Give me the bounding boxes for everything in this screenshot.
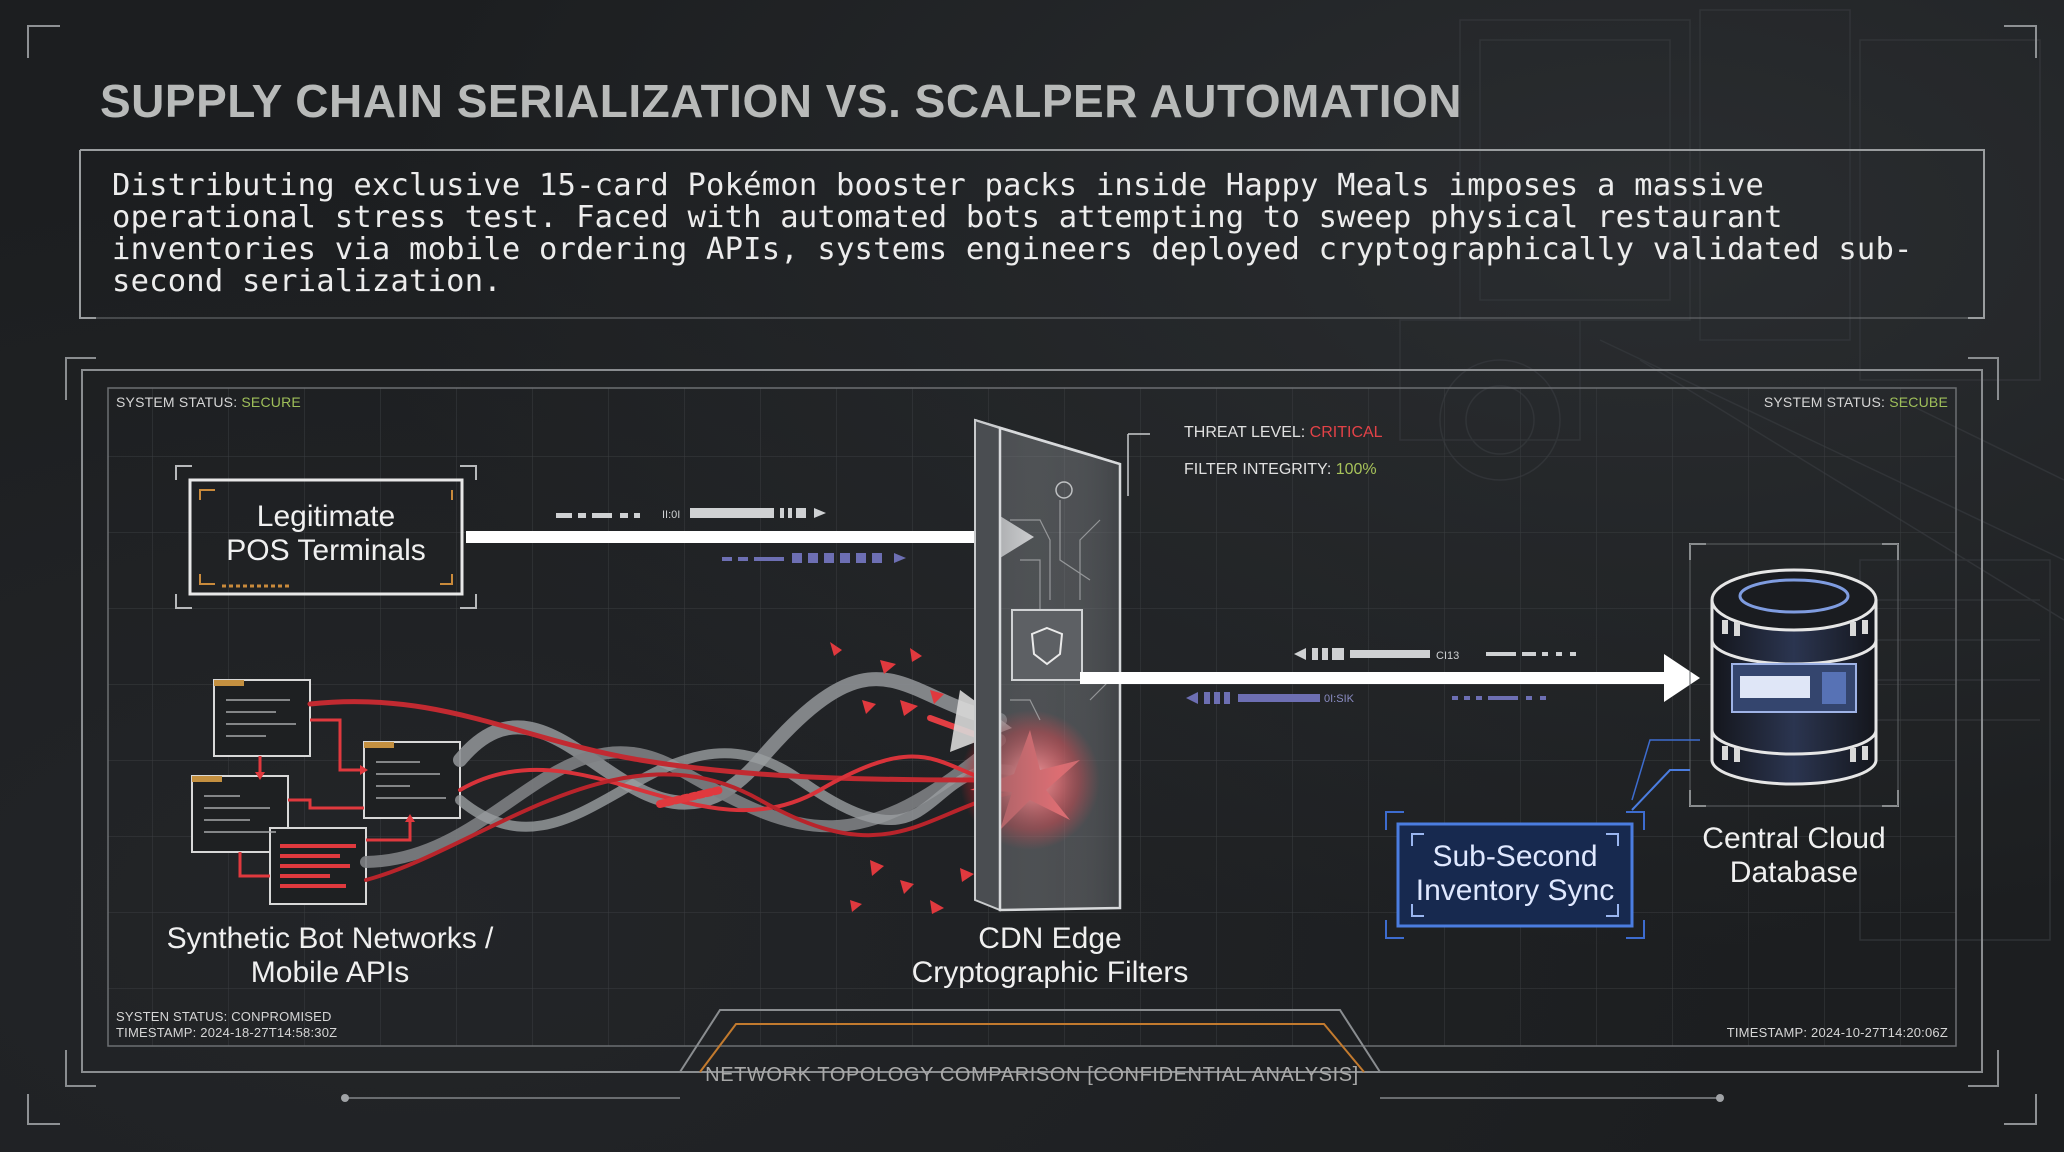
status-top-right: SYSTEM STATUS: SECUBE bbox=[1763, 394, 1948, 410]
attack-streams bbox=[307, 672, 1032, 882]
timestamp-bottom-right: TIMESTAMP: 2024-10-27T14:20:06Z bbox=[1726, 1025, 1948, 1040]
description-frame bbox=[79, 149, 1985, 319]
cdn-to-db-arrow: CI13 0I:SIK bbox=[1080, 648, 1700, 705]
footer-caption: NETWORK TOPOLOGY COMPARISON [CONFIDENTIA… bbox=[705, 1064, 1359, 1086]
cdn-filter-slab bbox=[974, 418, 1150, 912]
svg-text:II:0I: II:0I bbox=[662, 509, 680, 521]
threat-level: THREAT LEVEL: CRITICAL bbox=[1184, 424, 1383, 441]
status-top-left: SYSTEM STATUS: SECURE bbox=[116, 394, 301, 410]
filter-integrity: FILTER INTEGRITY: 100% bbox=[1184, 461, 1377, 478]
cloud-database-node bbox=[1689, 543, 1899, 807]
bot-network-node bbox=[191, 679, 461, 905]
svg-text:CI13: CI13 bbox=[1436, 650, 1459, 662]
bot-network-label: Synthetic Bot Networks /Mobile APIs bbox=[166, 922, 494, 989]
svg-text:0I:SIK: 0I:SIK bbox=[1324, 693, 1355, 705]
page-title: SUPPLY CHAIN SERIALIZATION VS. SCALPER A… bbox=[100, 75, 1463, 127]
frame-corners bbox=[27, 25, 2037, 1125]
inventory-sync-node bbox=[1385, 739, 1700, 939]
description-text: Distributing exclusive 15-card Pokémon b… bbox=[112, 168, 1913, 299]
pos-terminals-node bbox=[175, 465, 477, 609]
status-bottom-left: SYSTEN STATUS: CONPROMISED bbox=[116, 1009, 332, 1024]
pos-to-cdn-arrow: II:0I bbox=[466, 508, 1034, 563]
timestamp-bottom-left: TIMESTAMP: 2024-18-27T14:58:30Z bbox=[116, 1025, 338, 1040]
